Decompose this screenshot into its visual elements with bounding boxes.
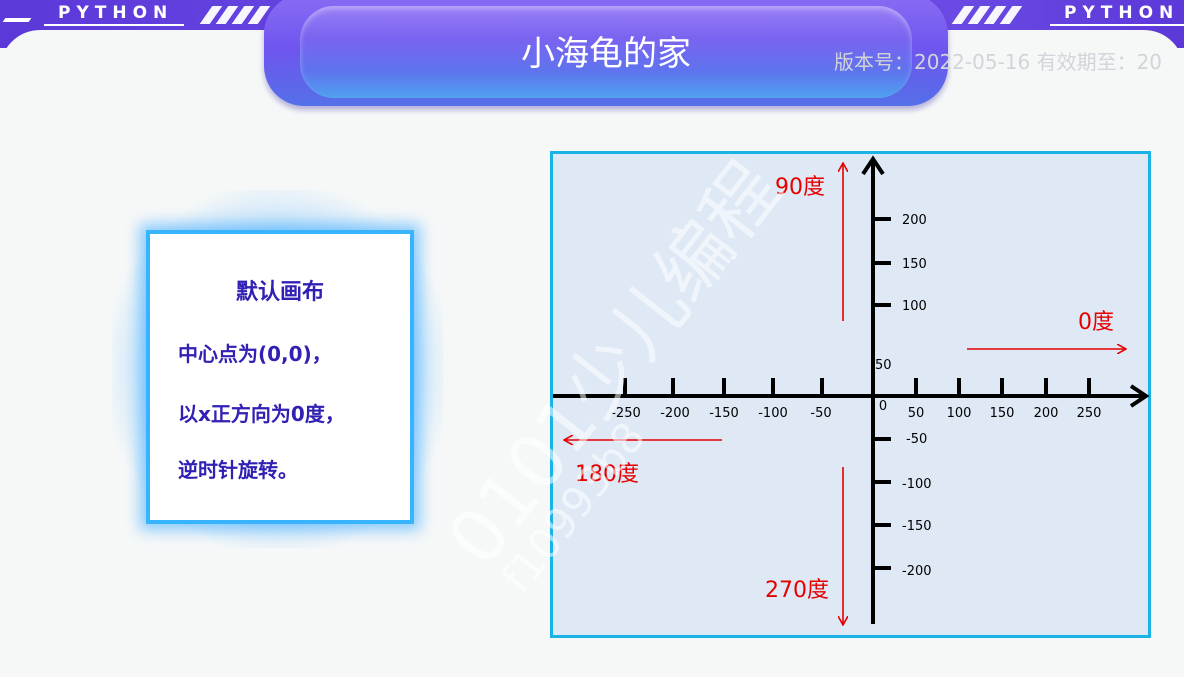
label-0-degree: 0度 bbox=[1078, 310, 1114, 335]
info-card: 默认画布 中心点为(0,0)， 以x正方向为0度， 逆时针旋转。 bbox=[146, 230, 414, 524]
y-tick-label: -100 bbox=[902, 477, 932, 492]
y-tick-label: 50 bbox=[875, 358, 892, 373]
card-line-center: 中心点为(0,0)， bbox=[178, 342, 332, 366]
y-tick-label: 200 bbox=[902, 213, 927, 228]
x-tick-label: 100 bbox=[947, 406, 972, 421]
x-tick-label: -100 bbox=[758, 406, 788, 421]
label-180-degree: 180度 bbox=[575, 462, 639, 487]
coordinate-svg: -250 -200 -150 -100 -50 0 50 100 150 200… bbox=[553, 155, 1150, 641]
x-tick-label: 250 bbox=[1077, 406, 1102, 421]
y-tick-label: -150 bbox=[902, 519, 932, 534]
x-tick-label: -150 bbox=[709, 406, 739, 421]
y-axis-arrowhead bbox=[861, 155, 885, 176]
label-90-degree: 90度 bbox=[775, 175, 825, 200]
x-tick-label: -200 bbox=[660, 406, 690, 421]
card-line-rotation: 逆时针旋转。 bbox=[178, 458, 298, 482]
x-axis-arrowhead bbox=[1129, 384, 1150, 408]
card-line-direction: 以x正方向为0度， bbox=[178, 402, 345, 426]
brand-underline-right bbox=[1050, 24, 1184, 26]
y-tick-label: 100 bbox=[902, 299, 927, 314]
origin-label: 0 bbox=[879, 399, 887, 414]
title-pill bbox=[300, 6, 912, 98]
y-tick-label: 150 bbox=[902, 257, 927, 272]
label-270-degree: 270度 bbox=[765, 578, 829, 603]
x-tick-label: 150 bbox=[990, 406, 1015, 421]
decor-dash bbox=[2, 18, 32, 22]
y-tick-label: -200 bbox=[902, 564, 932, 579]
brand-label-right: PYTHON bbox=[1064, 3, 1180, 23]
version-info: 版本号：2022-05-16 有效期至：20 bbox=[834, 50, 1163, 74]
brand-label-left: PYTHON bbox=[58, 3, 174, 23]
x-tick-label: 200 bbox=[1034, 406, 1059, 421]
coordinate-diagram: -250 -200 -150 -100 -50 0 50 100 150 200… bbox=[550, 151, 1151, 638]
card-title: 默认画布 bbox=[235, 280, 324, 305]
page-title: 小海龟的家 bbox=[521, 34, 691, 74]
x-tick-label: 50 bbox=[908, 406, 925, 421]
x-tick-label: -50 bbox=[810, 406, 831, 421]
x-tick-label: -250 bbox=[611, 406, 641, 421]
y-tick-label: -50 bbox=[906, 432, 927, 447]
brand-underline-left bbox=[44, 24, 184, 26]
